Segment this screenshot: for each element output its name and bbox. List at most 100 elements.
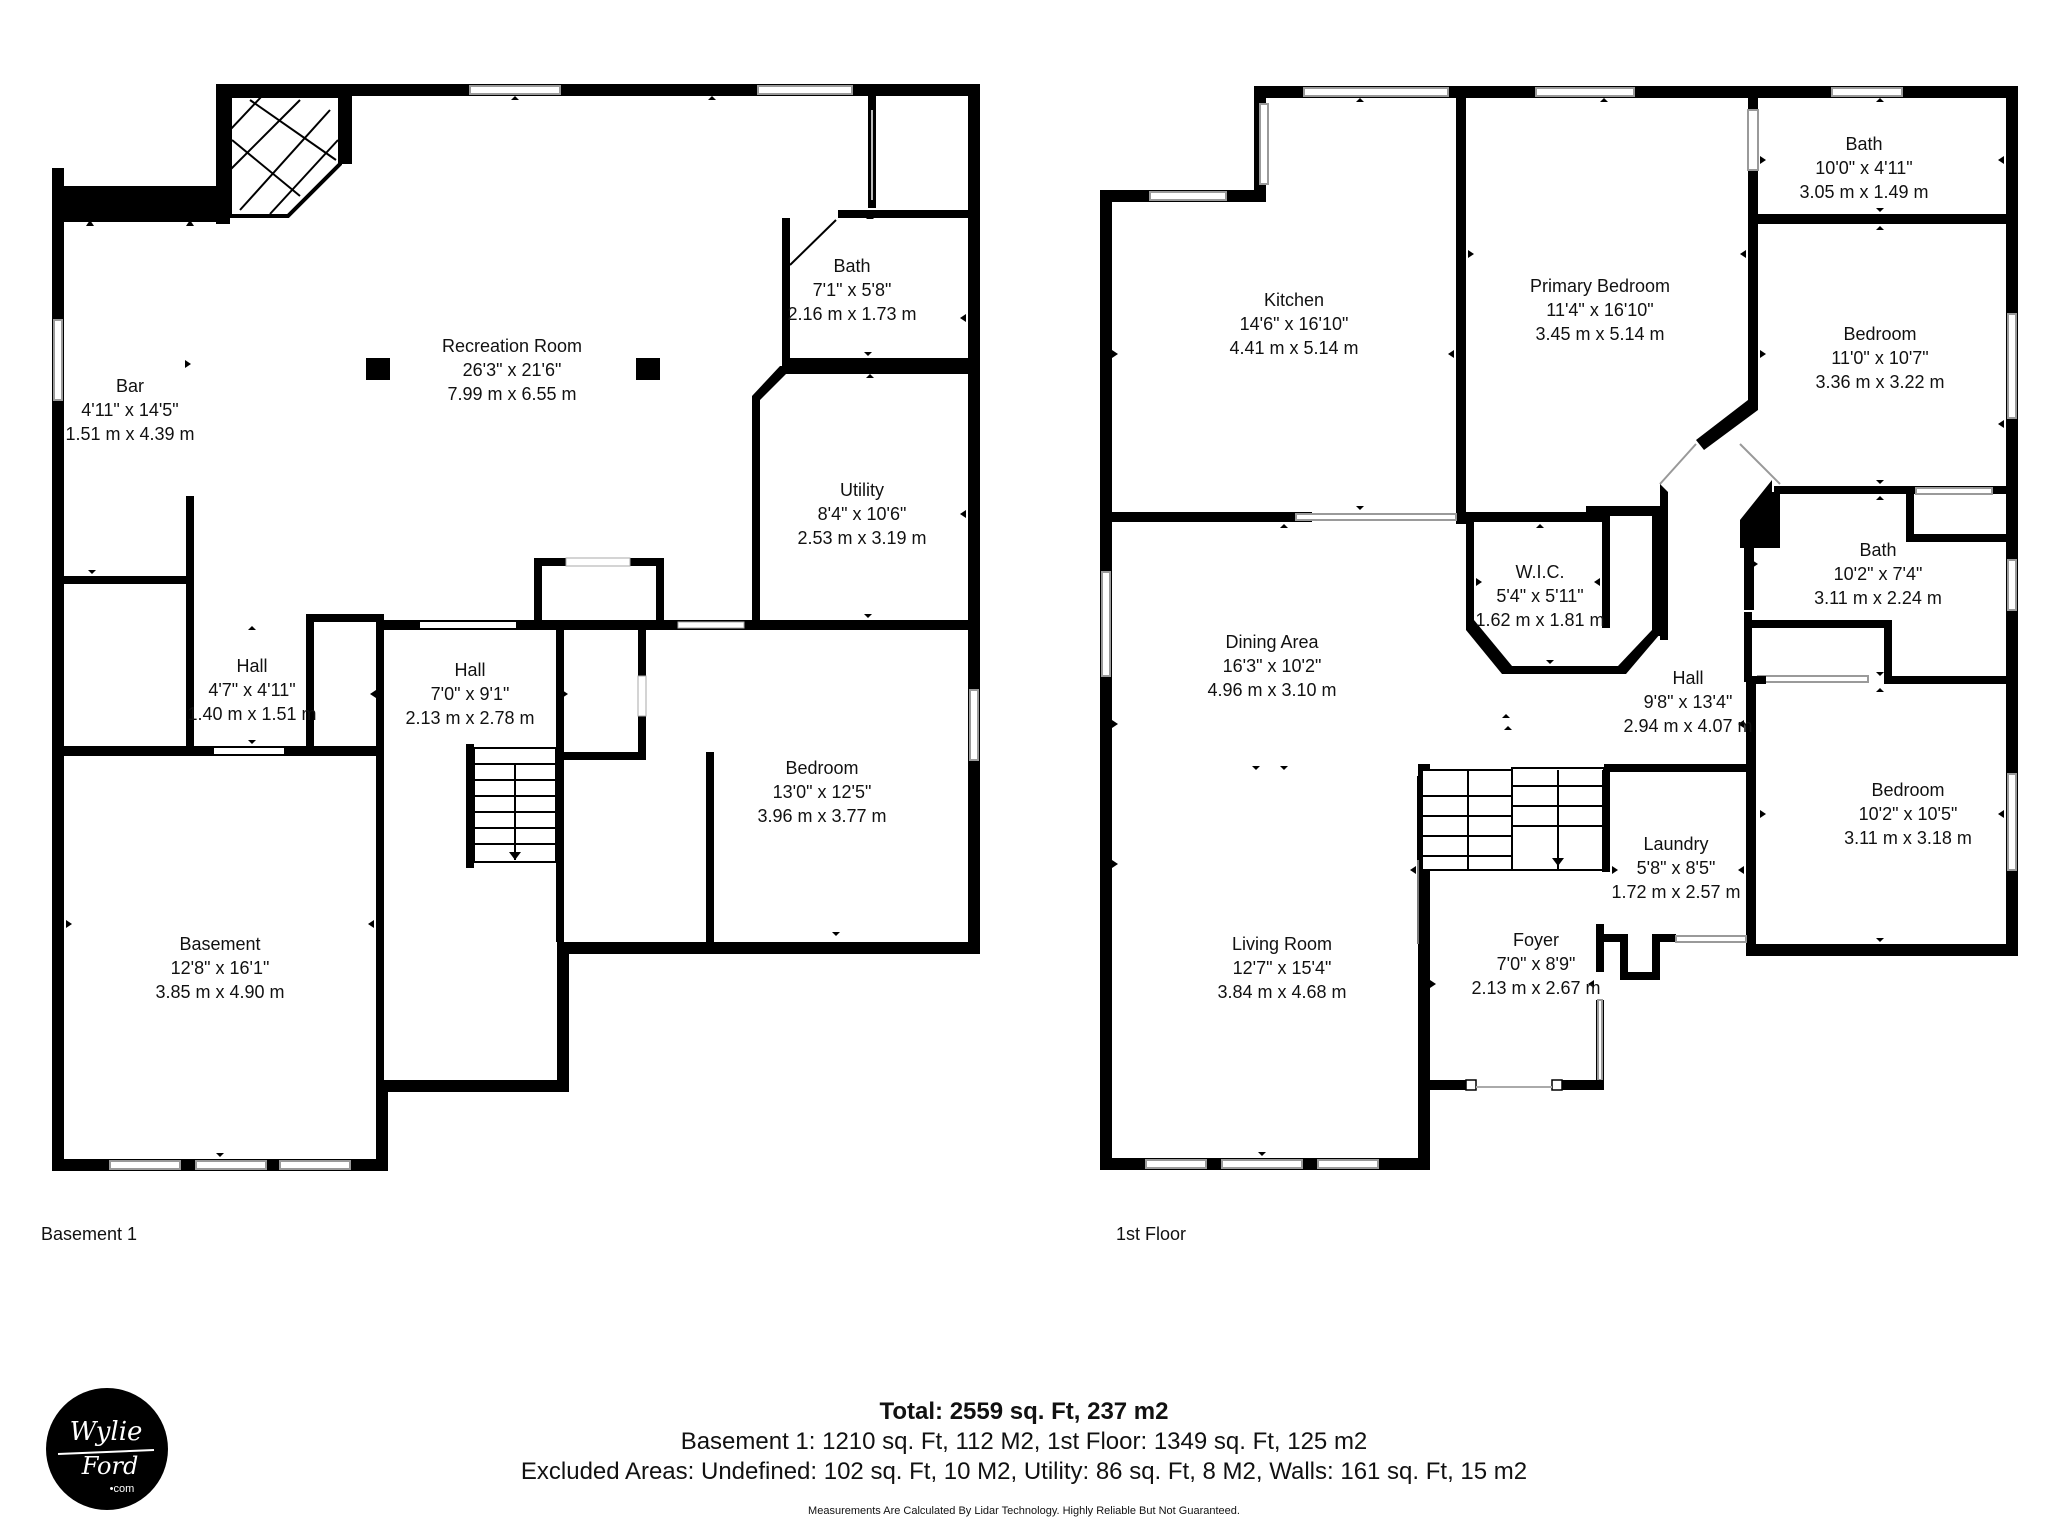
stair-treads (474, 763, 556, 860)
room-dimensions-imperial: 12'7" x 15'4" (1233, 958, 1332, 978)
room-dimensions-metric: 2.94 m x 4.07 m (1623, 716, 1752, 736)
wall (1906, 534, 2014, 542)
room-dimensions-metric: 1.62 m x 1.81 m (1475, 610, 1604, 630)
door-gap (637, 675, 647, 717)
room-dimensions-imperial: 11'4" x 16'10" (1546, 300, 1653, 320)
wall (534, 558, 542, 628)
door (1659, 443, 1697, 485)
wall (1746, 620, 1892, 628)
stair-treads (1417, 770, 1604, 944)
room-name: Primary Bedroom (1530, 276, 1670, 296)
wall (1604, 764, 1754, 772)
room-dimensions-metric: 3.85 m x 4.90 m (155, 982, 284, 1002)
window (1259, 103, 1269, 185)
window (1101, 571, 1111, 677)
room-name: Kitchen (1264, 290, 1324, 310)
brand-logo: Wylie Ford •com (46, 1388, 168, 1510)
wall (1746, 680, 1756, 956)
room-dimensions-imperial: 14'6" x 16'10" (1240, 314, 1349, 334)
room-name: Bar (116, 376, 144, 396)
wall (1100, 512, 1120, 522)
basement-floor-plan (52, 84, 980, 1171)
floor-areas: Basement 1: 1210 sq. Ft, 112 M2, 1st Flo… (680, 1428, 1368, 1455)
window (969, 689, 979, 761)
room-dimensions-metric: 3.96 m x 3.77 m (757, 806, 886, 826)
window (195, 1160, 267, 1170)
room-dimensions-metric: 1.72 m x 2.57 m (1611, 882, 1740, 902)
window (1597, 999, 1603, 1081)
wall (557, 942, 980, 954)
logo-swoosh (57, 1449, 155, 1455)
room-labels-first-floor: Kitchen 14'6" x 16'10" 4.41 m x 5.14 m P… (1116, 134, 1972, 1244)
room-dimensions-metric: 2.13 m x 2.78 m (405, 708, 534, 728)
window (565, 557, 631, 567)
fireplace-hatch (229, 95, 339, 215)
wall (838, 210, 972, 218)
room-name: Hall (236, 656, 267, 676)
room-dimensions-imperial: 5'8" x 8'5" (1637, 858, 1716, 878)
door-gap (420, 622, 516, 628)
wall (1774, 486, 2014, 494)
room-dimensions-metric: 2.13 m x 2.67 m (1471, 978, 1600, 998)
room-name: Living Room (1232, 934, 1332, 954)
door (789, 219, 837, 266)
window (53, 319, 63, 401)
wall (1100, 190, 1112, 1170)
room-dimensions-metric: 3.45 m x 5.14 m (1535, 324, 1664, 344)
room-name: Bedroom (1843, 324, 1916, 344)
wall (64, 576, 194, 584)
wall (1602, 516, 1610, 628)
wall (1748, 98, 1758, 406)
wall (1884, 676, 2014, 684)
room-dimensions-imperial: 7'0" x 8'9" (1497, 954, 1576, 974)
wall (1746, 944, 2018, 956)
wall (340, 84, 352, 164)
opening (1295, 513, 1457, 521)
room-dimensions-imperial: 7'0" x 9'1" (431, 684, 510, 704)
wall (1596, 924, 1604, 972)
wall (1620, 972, 1660, 980)
logo-text-line3: •com (110, 1483, 135, 1495)
wall (466, 744, 474, 868)
wall (706, 752, 714, 948)
logo-mark: Wylie Ford •com (57, 1417, 155, 1495)
wall (1560, 1080, 1604, 1090)
window (1221, 1159, 1303, 1169)
room-dimensions-imperial: 8'4" x 10'6" (818, 504, 907, 524)
wall (1456, 98, 1466, 524)
door-gap (1757, 675, 1869, 683)
window (1303, 87, 1449, 97)
logo-text-line1: Wylie (70, 1417, 143, 1447)
wall (1660, 484, 1668, 640)
room-dimensions-imperial: 10'0" x 4'11" (1815, 158, 1912, 178)
room-dimensions-imperial: 4'11" x 14'5" (81, 400, 178, 420)
wall (306, 614, 314, 754)
window (1317, 1159, 1379, 1169)
window (2007, 773, 2017, 871)
room-dimensions-imperial: 10'2" x 10'5" (1859, 804, 1958, 824)
room-dimensions-metric: 3.11 m x 2.24 m (1814, 588, 1942, 608)
room-dimensions-metric: 4.96 m x 3.10 m (1207, 680, 1336, 700)
wall (186, 496, 194, 756)
wall (1100, 512, 1312, 522)
room-name: W.I.C. (1516, 562, 1565, 582)
room-dimensions-imperial: 5'4" x 5'11" (1496, 586, 1583, 606)
sidelight (1551, 1079, 1563, 1091)
wall (1744, 612, 1752, 682)
window (469, 85, 561, 95)
room-dimensions-metric: 7.99 m x 6.55 m (447, 384, 576, 404)
room-name: Bath (1859, 540, 1896, 560)
window (1145, 1159, 1207, 1169)
wall (1696, 396, 1758, 450)
room-dimensions-imperial: 4'7" x 4'11" (208, 680, 295, 700)
stair-arrow (1552, 858, 1564, 866)
wall (782, 218, 790, 364)
disclaimer: Measurements Are Calculated By Lidar Tec… (808, 1505, 1240, 1517)
wall (1652, 934, 1676, 942)
room-name: Foyer (1513, 930, 1559, 950)
wall (1746, 676, 1766, 684)
wall (52, 186, 230, 222)
wall (656, 558, 664, 628)
room-dimensions-metric: 3.11 m x 3.18 m (1844, 828, 1972, 848)
window (1535, 87, 1635, 97)
